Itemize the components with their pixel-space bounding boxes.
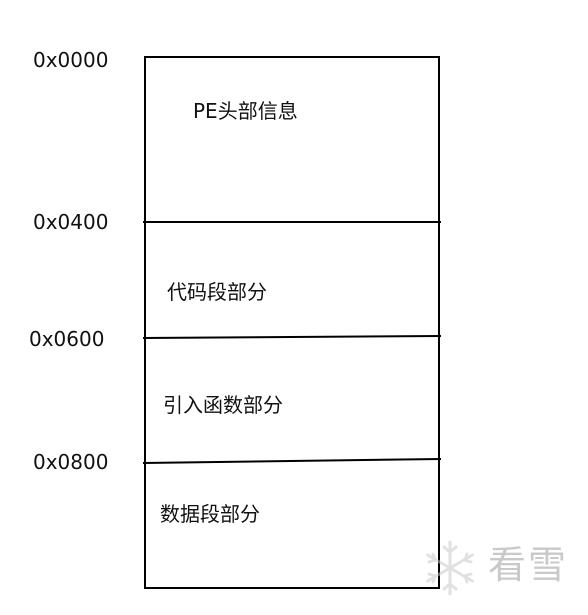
snowflake-icon [426,540,474,596]
segment-label-code: 代码段部分 [167,280,267,304]
layout-box [144,56,440,589]
segment-label-header: PE头部信息 [193,99,298,123]
address-label-0x0600: 0x0600 [29,327,105,351]
watermark-text: 看雪 [488,543,569,587]
divider-0x0600 [142,335,442,339]
address-label-0x0800: 0x0800 [33,450,109,474]
segment-label-data: 数据段部分 [160,502,260,526]
address-label-0x0400: 0x0400 [33,210,109,234]
segment-label-imports: 引入函数部分 [163,393,283,417]
address-label-0x0000: 0x0000 [33,48,109,72]
divider-0x0800 [142,458,442,464]
